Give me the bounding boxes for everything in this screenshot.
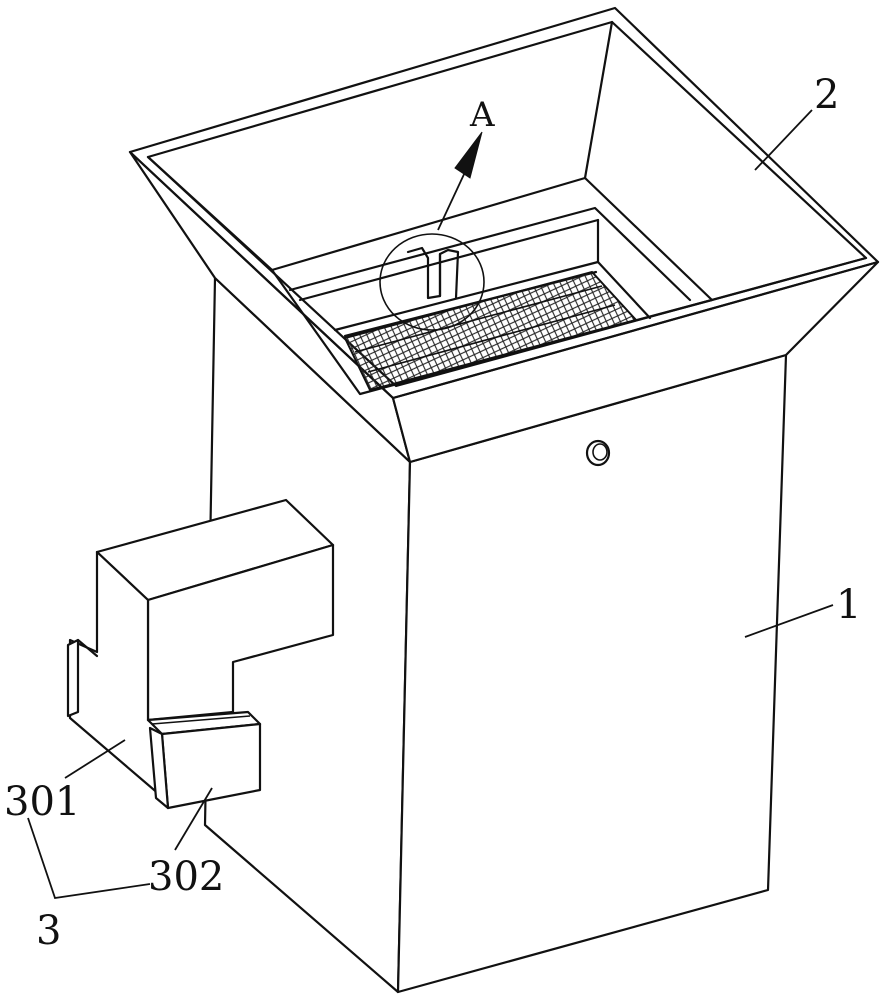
detail-arrow-head — [455, 132, 482, 178]
label-2: 2 — [814, 72, 839, 118]
label-1: 1 — [836, 582, 861, 628]
leader-2 — [755, 110, 812, 170]
leader-301 — [65, 740, 125, 778]
leader-3 — [28, 818, 150, 898]
label-301: 301 — [4, 779, 80, 825]
part-301-tab — [68, 640, 78, 716]
label-3: 3 — [36, 908, 61, 954]
label-302: 302 — [148, 854, 224, 900]
label-a: A — [469, 95, 495, 135]
main-body-front-face — [398, 355, 786, 992]
detail-a-marker: A — [380, 95, 495, 330]
